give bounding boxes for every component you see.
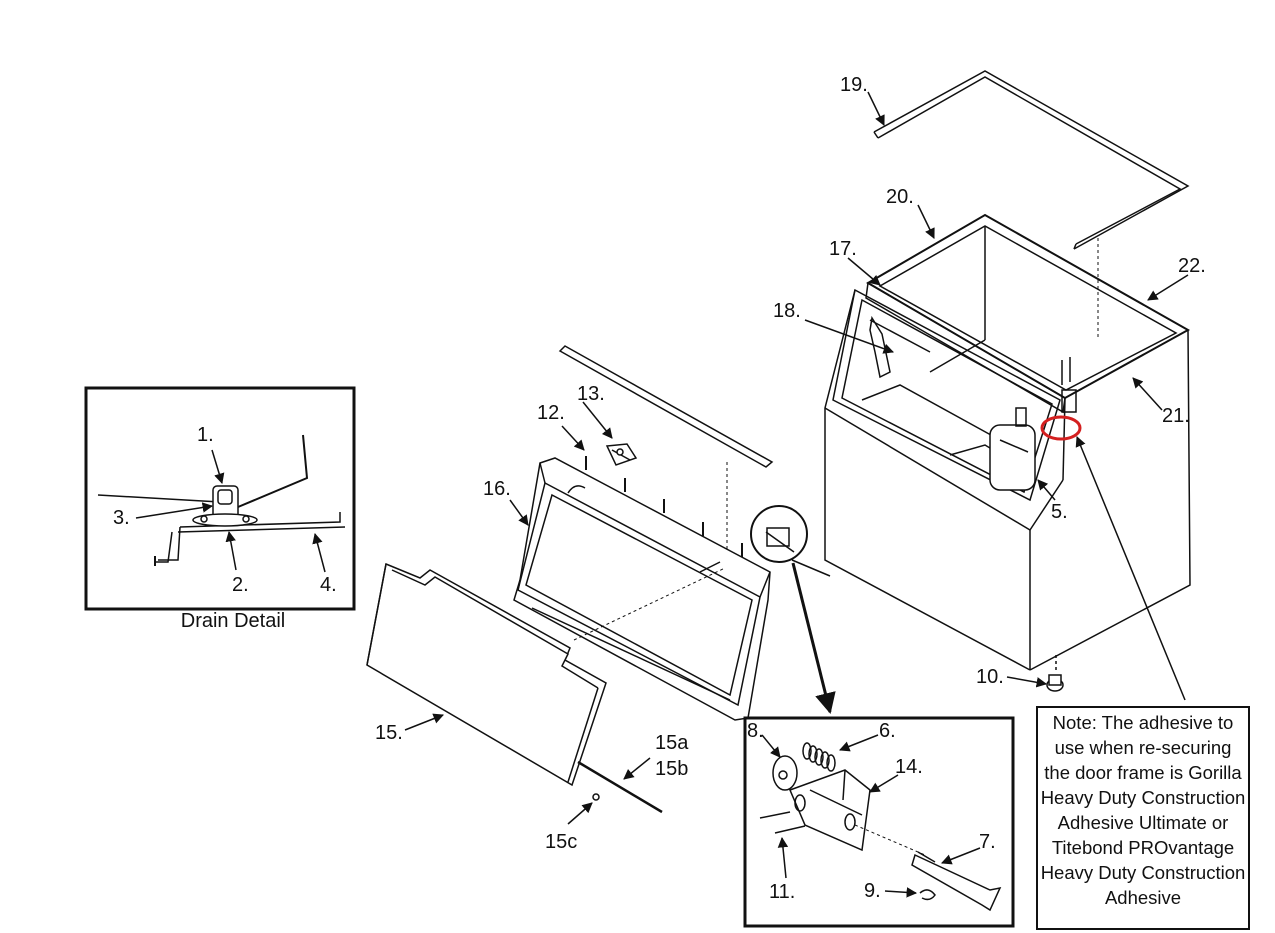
detail-pointer-arrow [791, 562, 836, 715]
callout-18: 18. [773, 300, 801, 322]
drain-bottle [989, 407, 1036, 491]
callout-labels: 1. 2. 3. 4. 5. 6. 7. 8. 9. 10. 11. 12. 1… [113, 74, 1206, 903]
callout-4: 4. [320, 574, 337, 596]
callout-10: 10. [976, 666, 1004, 688]
washer-15c [592, 793, 600, 801]
hinge-rod [577, 760, 663, 814]
callout-15: 15. [375, 722, 403, 744]
rivets [585, 456, 743, 557]
callout-6: 6. [879, 720, 896, 742]
callout-5: 5. [1051, 501, 1068, 523]
callout-14: 14. [895, 756, 923, 778]
callout-15b: 15b [655, 758, 688, 780]
hinge-detail-box [743, 716, 1015, 928]
callout-17: 17. [829, 238, 857, 260]
door-gasket-strip [558, 345, 774, 468]
callout-13: 13. [577, 383, 605, 405]
callout-15a: 15a [655, 732, 689, 754]
screws [1061, 357, 1077, 413]
leveling-foot [1046, 655, 1064, 692]
dashed-guide [573, 567, 726, 641]
top-gasket [873, 70, 1190, 250]
callout-9: 9. [864, 880, 881, 902]
callout-15c: 15c [545, 831, 577, 853]
callout-3: 3. [113, 507, 130, 529]
callout-2: 2. [232, 574, 249, 596]
callout-19: 19. [840, 74, 868, 96]
callout-7: 7. [979, 831, 996, 853]
callout-20: 20. [886, 186, 914, 208]
callout-11: 11. [769, 881, 795, 903]
hinge [605, 443, 638, 466]
leader-lines [135, 91, 1189, 898]
adhesive-note: Note: The adhesive to use when re-securi… [1036, 706, 1250, 930]
callout-21: 21. [1162, 405, 1190, 427]
door-panel [366, 562, 607, 787]
callout-16: 16. [483, 478, 511, 500]
drain-detail-caption: Drain Detail [180, 610, 286, 632]
callout-12: 12. [537, 402, 565, 424]
callout-1: 1. [197, 424, 214, 446]
drain-detail-box [84, 386, 356, 611]
door-frame [513, 457, 771, 721]
hinge-detail-callout [750, 505, 831, 577]
callout-8: 8. [747, 720, 764, 742]
callout-22: 22. [1178, 255, 1206, 277]
deflector-bracket [869, 315, 931, 379]
highlight-circle [1040, 415, 1082, 441]
